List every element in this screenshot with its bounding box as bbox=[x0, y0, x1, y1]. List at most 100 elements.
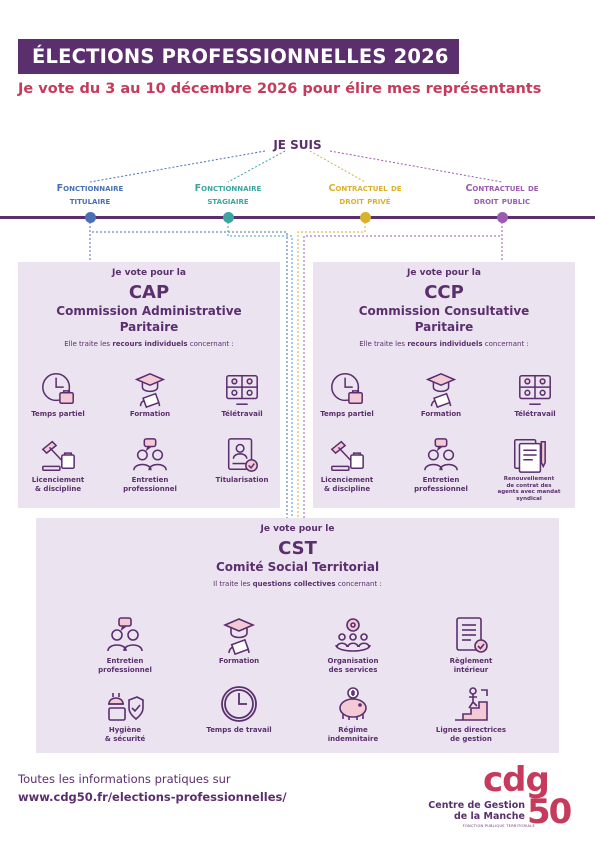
status-line1: Contractuel de bbox=[465, 183, 539, 194]
team-organisation-icon bbox=[333, 615, 373, 655]
cst-treats: Il traite les questions collectives conc… bbox=[36, 580, 559, 588]
status-line2: droit privé bbox=[339, 196, 391, 207]
cap-full-line1: Commission Administrative bbox=[56, 304, 242, 318]
logo-number: 50 bbox=[527, 792, 572, 832]
timeline-dot-stagiaire bbox=[223, 212, 234, 223]
treats-bold: recours individuels bbox=[112, 340, 188, 348]
helmet-shield-icon bbox=[105, 684, 145, 724]
ccp-treats: Elle traite les recours individuels conc… bbox=[313, 340, 575, 348]
cap-item-titularisation: Titularisation bbox=[197, 436, 287, 485]
ccp-full-line1: Commission Consultative bbox=[358, 304, 530, 318]
cst-item-hygiene: Hygiène & sécurité bbox=[80, 684, 170, 743]
status-fonctionnaire-stagiaire: Fonctionnaire stagiaire bbox=[168, 182, 288, 208]
item-label: Titularisation bbox=[215, 476, 269, 484]
cap-full-line2: Paritaire bbox=[119, 320, 179, 334]
cst-item-regime: Régime indemnitaire bbox=[308, 684, 398, 743]
item-label: Licenciement & discipline bbox=[31, 476, 85, 493]
item-label: Règlement intérieur bbox=[449, 657, 493, 674]
cap-item-licenciement: Licenciement & discipline bbox=[13, 436, 103, 493]
page-subtitle: Je vote du 3 au 10 décembre 2026 pour él… bbox=[18, 81, 542, 97]
page-title: ÉLECTIONS PROFESSIONNELLES 2026 bbox=[18, 39, 459, 74]
logo-name-line1: Centre de Gestion bbox=[428, 800, 525, 811]
logo-tagline: FONCTION PUBLIQUE TERRITORIALE bbox=[462, 824, 535, 828]
item-label: Régime indemnitaire bbox=[327, 726, 379, 743]
ccp-item-entretien: Entretien professionnel bbox=[396, 436, 486, 493]
ccp-item-renouvellement: Renouvellement de contrat des agents ave… bbox=[484, 436, 574, 502]
piggy-bank-icon bbox=[333, 684, 373, 724]
status-line2: stagiaire bbox=[207, 196, 249, 207]
clock-briefcase-icon bbox=[328, 370, 366, 408]
logo-name-line2: de la Manche bbox=[454, 811, 525, 822]
contract-icon bbox=[510, 436, 548, 474]
status-line2: droit public bbox=[473, 196, 531, 207]
treats-pre: Elle traite les bbox=[359, 340, 408, 348]
people-discussion-icon bbox=[105, 615, 145, 655]
video-conference-icon bbox=[516, 370, 554, 408]
item-label: Télétravail bbox=[221, 410, 263, 418]
item-label: Lignes directrices de gestion bbox=[435, 726, 507, 743]
cst-item-reglement: Règlement intérieur bbox=[426, 615, 516, 674]
logo-name: Centre de Gestion de la Manche bbox=[425, 800, 525, 822]
item-label: Organisation des services bbox=[327, 657, 379, 674]
graduate-icon bbox=[131, 370, 169, 408]
item-label: Licenciement & discipline bbox=[320, 476, 374, 493]
gavel-icon bbox=[39, 436, 77, 474]
cst-item-formation: Formation bbox=[194, 615, 284, 666]
cap-treats: Elle traite les recours individuels conc… bbox=[18, 340, 280, 348]
ccp-item-licenciement: Licenciement & discipline bbox=[302, 436, 392, 493]
cst-acronym: CST bbox=[278, 538, 317, 559]
item-label: Temps partiel bbox=[320, 410, 374, 418]
cst-item-temps-travail: Temps de travail bbox=[194, 684, 284, 735]
status-contractuel-prive: Contractuel de droit privé bbox=[305, 182, 425, 208]
treats-bold: questions collectives bbox=[252, 580, 336, 588]
ccp-full-line2: Paritaire bbox=[414, 320, 474, 334]
clock-icon bbox=[219, 684, 259, 724]
gavel-icon bbox=[328, 436, 366, 474]
status-line2: titulaire bbox=[69, 196, 111, 207]
treats-pre: Elle traite les bbox=[64, 340, 113, 348]
treats-post: concernant : bbox=[482, 340, 529, 348]
cst-vote-for: Je vote pour le bbox=[260, 524, 335, 534]
cst-item-entretien: Entretien professionnel bbox=[80, 615, 170, 674]
cap-item-temps-partiel: Temps partiel bbox=[13, 370, 103, 419]
timeline-dot-titulaire bbox=[85, 212, 96, 223]
je-suis-label: JE SUIS bbox=[273, 138, 322, 152]
cap-vote-for: Je vote pour la bbox=[112, 268, 186, 278]
graduate-icon bbox=[422, 370, 460, 408]
ccp-acronym: CCP bbox=[424, 282, 464, 303]
status-fonctionnaire-titulaire: Fonctionnaire titulaire bbox=[30, 182, 150, 208]
people-discussion-icon bbox=[131, 436, 169, 474]
stairs-climb-icon bbox=[451, 684, 491, 724]
cap-item-entretien: Entretien professionnel bbox=[105, 436, 195, 493]
timeline-dot-prive bbox=[360, 212, 371, 223]
item-label: Hygiène & sécurité bbox=[104, 726, 146, 743]
cap-acronym: CAP bbox=[128, 282, 170, 303]
status-contractuel-public: Contractuel de droit public bbox=[442, 182, 562, 208]
item-label: Temps partiel bbox=[31, 410, 85, 418]
timeline-dot-public bbox=[497, 212, 508, 223]
treats-bold: recours individuels bbox=[407, 340, 483, 348]
item-label: Entretien professionnel bbox=[98, 657, 152, 674]
cst-full-line1: Comité Social Territorial bbox=[215, 560, 380, 574]
footer-line1: Toutes les informations pratiques sur bbox=[18, 772, 231, 786]
item-label: Télétravail bbox=[514, 410, 556, 418]
footer-url-link[interactable]: www.cdg50.fr/elections-professionnelles/ bbox=[18, 790, 287, 804]
ccp-item-formation: Formation bbox=[396, 370, 486, 419]
video-conference-icon bbox=[223, 370, 261, 408]
people-discussion-icon bbox=[422, 436, 460, 474]
rules-document-icon bbox=[451, 615, 491, 655]
item-label: Renouvellement de contrat des agents ave… bbox=[497, 476, 561, 502]
item-label: Entretien professionnel bbox=[414, 476, 468, 493]
cst-item-lignes: Lignes directrices de gestion bbox=[426, 684, 516, 743]
footer-info: Toutes les informations pratiques sur ww… bbox=[18, 770, 287, 806]
ccp-item-teletravail: Télétravail bbox=[490, 370, 580, 419]
item-label: Formation bbox=[129, 410, 171, 418]
item-label: Formation bbox=[218, 657, 260, 665]
cap-item-teletravail: Télétravail bbox=[197, 370, 287, 419]
item-label: Entretien professionnel bbox=[123, 476, 177, 493]
ccp-vote-for: Je vote pour la bbox=[407, 268, 481, 278]
status-line1: Fonctionnaire bbox=[56, 183, 124, 194]
clock-briefcase-icon bbox=[39, 370, 77, 408]
graduate-icon bbox=[219, 615, 259, 655]
